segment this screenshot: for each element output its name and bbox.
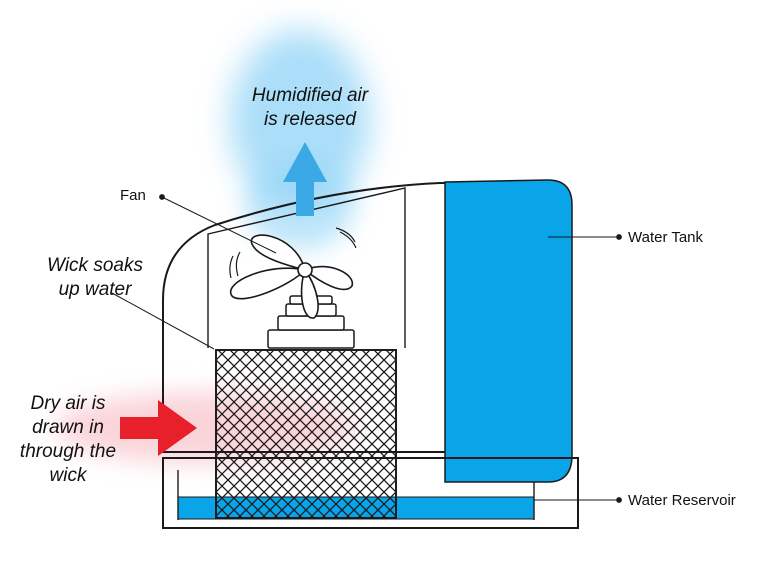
fan-label: Fan — [120, 187, 146, 204]
wick-line: Wick soaks — [47, 255, 143, 276]
dry-air-line: wick — [49, 465, 87, 486]
wick-label: Wick soaks up water — [30, 254, 160, 302]
dry-air-line: through the — [19, 441, 117, 462]
mist-glow — [230, 30, 370, 250]
humidified-air-line: is released — [264, 109, 356, 130]
humidified-air-label: Humidified air is released — [235, 84, 385, 132]
fan-icon — [229, 234, 353, 319]
air-out-arrow-icon — [283, 142, 327, 216]
humidified-air-line: Humidified air — [251, 85, 369, 106]
wick-line: up water — [58, 279, 132, 300]
dry-air-line: drawn in — [32, 417, 104, 438]
water-reservoir-label: Water Reservoir — [628, 492, 736, 509]
dry-air-label: Dry air is drawn in through the wick — [8, 392, 128, 488]
water-tank-label: Water Tank — [628, 229, 704, 246]
wick — [215, 349, 397, 519]
fan-motion-marks — [229, 227, 357, 279]
water-tank — [444, 179, 573, 483]
humidifier-body — [162, 182, 449, 453]
leader-lines — [111, 194, 622, 503]
air-in-arrow-icon — [120, 400, 197, 456]
dry-air-line: Dry air is — [30, 393, 106, 414]
